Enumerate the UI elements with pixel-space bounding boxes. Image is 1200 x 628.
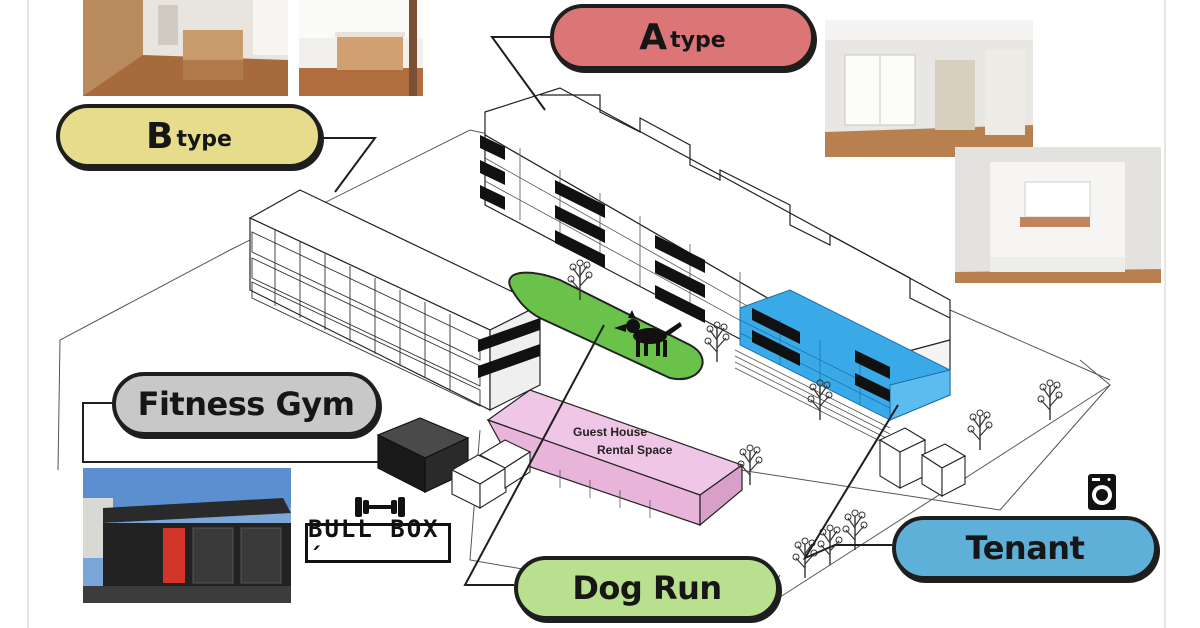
- a-type-photo-1: [825, 20, 1033, 157]
- washing-machine-icon: [1088, 474, 1116, 510]
- dog-run-label[interactable]: Dog Run: [514, 556, 780, 620]
- guest-house-label-line2: Rental Space: [597, 443, 673, 457]
- a-type-main: A: [639, 16, 667, 58]
- tenant-label[interactable]: Tenant: [892, 516, 1158, 580]
- dumbbell-icon: [355, 497, 405, 517]
- guest-house: [486, 389, 744, 527]
- gym-photo: [83, 468, 291, 603]
- dog-run-area: [508, 271, 704, 381]
- dog-run-text: Dog Run: [572, 569, 722, 607]
- leader-lines: [82, 36, 899, 586]
- small-sheds: [450, 427, 967, 509]
- b-type-sub: type: [176, 126, 232, 152]
- tenant-block: [739, 289, 951, 421]
- b-type-photo-2: [299, 0, 423, 96]
- brand-name: BULL BOX´: [305, 515, 451, 571]
- guest-house-label-line1: Guest House: [573, 425, 648, 439]
- a-type-label[interactable]: A type: [550, 4, 815, 70]
- gym-box: [376, 417, 470, 493]
- b-type-photo-1: [83, 0, 288, 96]
- tenant-text: Tenant: [965, 529, 1085, 567]
- fitness-gym-text: Fitness Gym: [137, 385, 355, 423]
- b-type-main: B: [146, 115, 173, 157]
- fitness-gym-label[interactable]: Fitness Gym: [112, 372, 380, 436]
- a-type-sub: type: [670, 27, 726, 53]
- b-type-label[interactable]: B type: [56, 104, 322, 168]
- building-b: [248, 189, 542, 411]
- dog-icon: [614, 310, 682, 357]
- bull-box-logo: BULL BOX´: [305, 489, 455, 571]
- a-type-photo-2: [955, 147, 1161, 283]
